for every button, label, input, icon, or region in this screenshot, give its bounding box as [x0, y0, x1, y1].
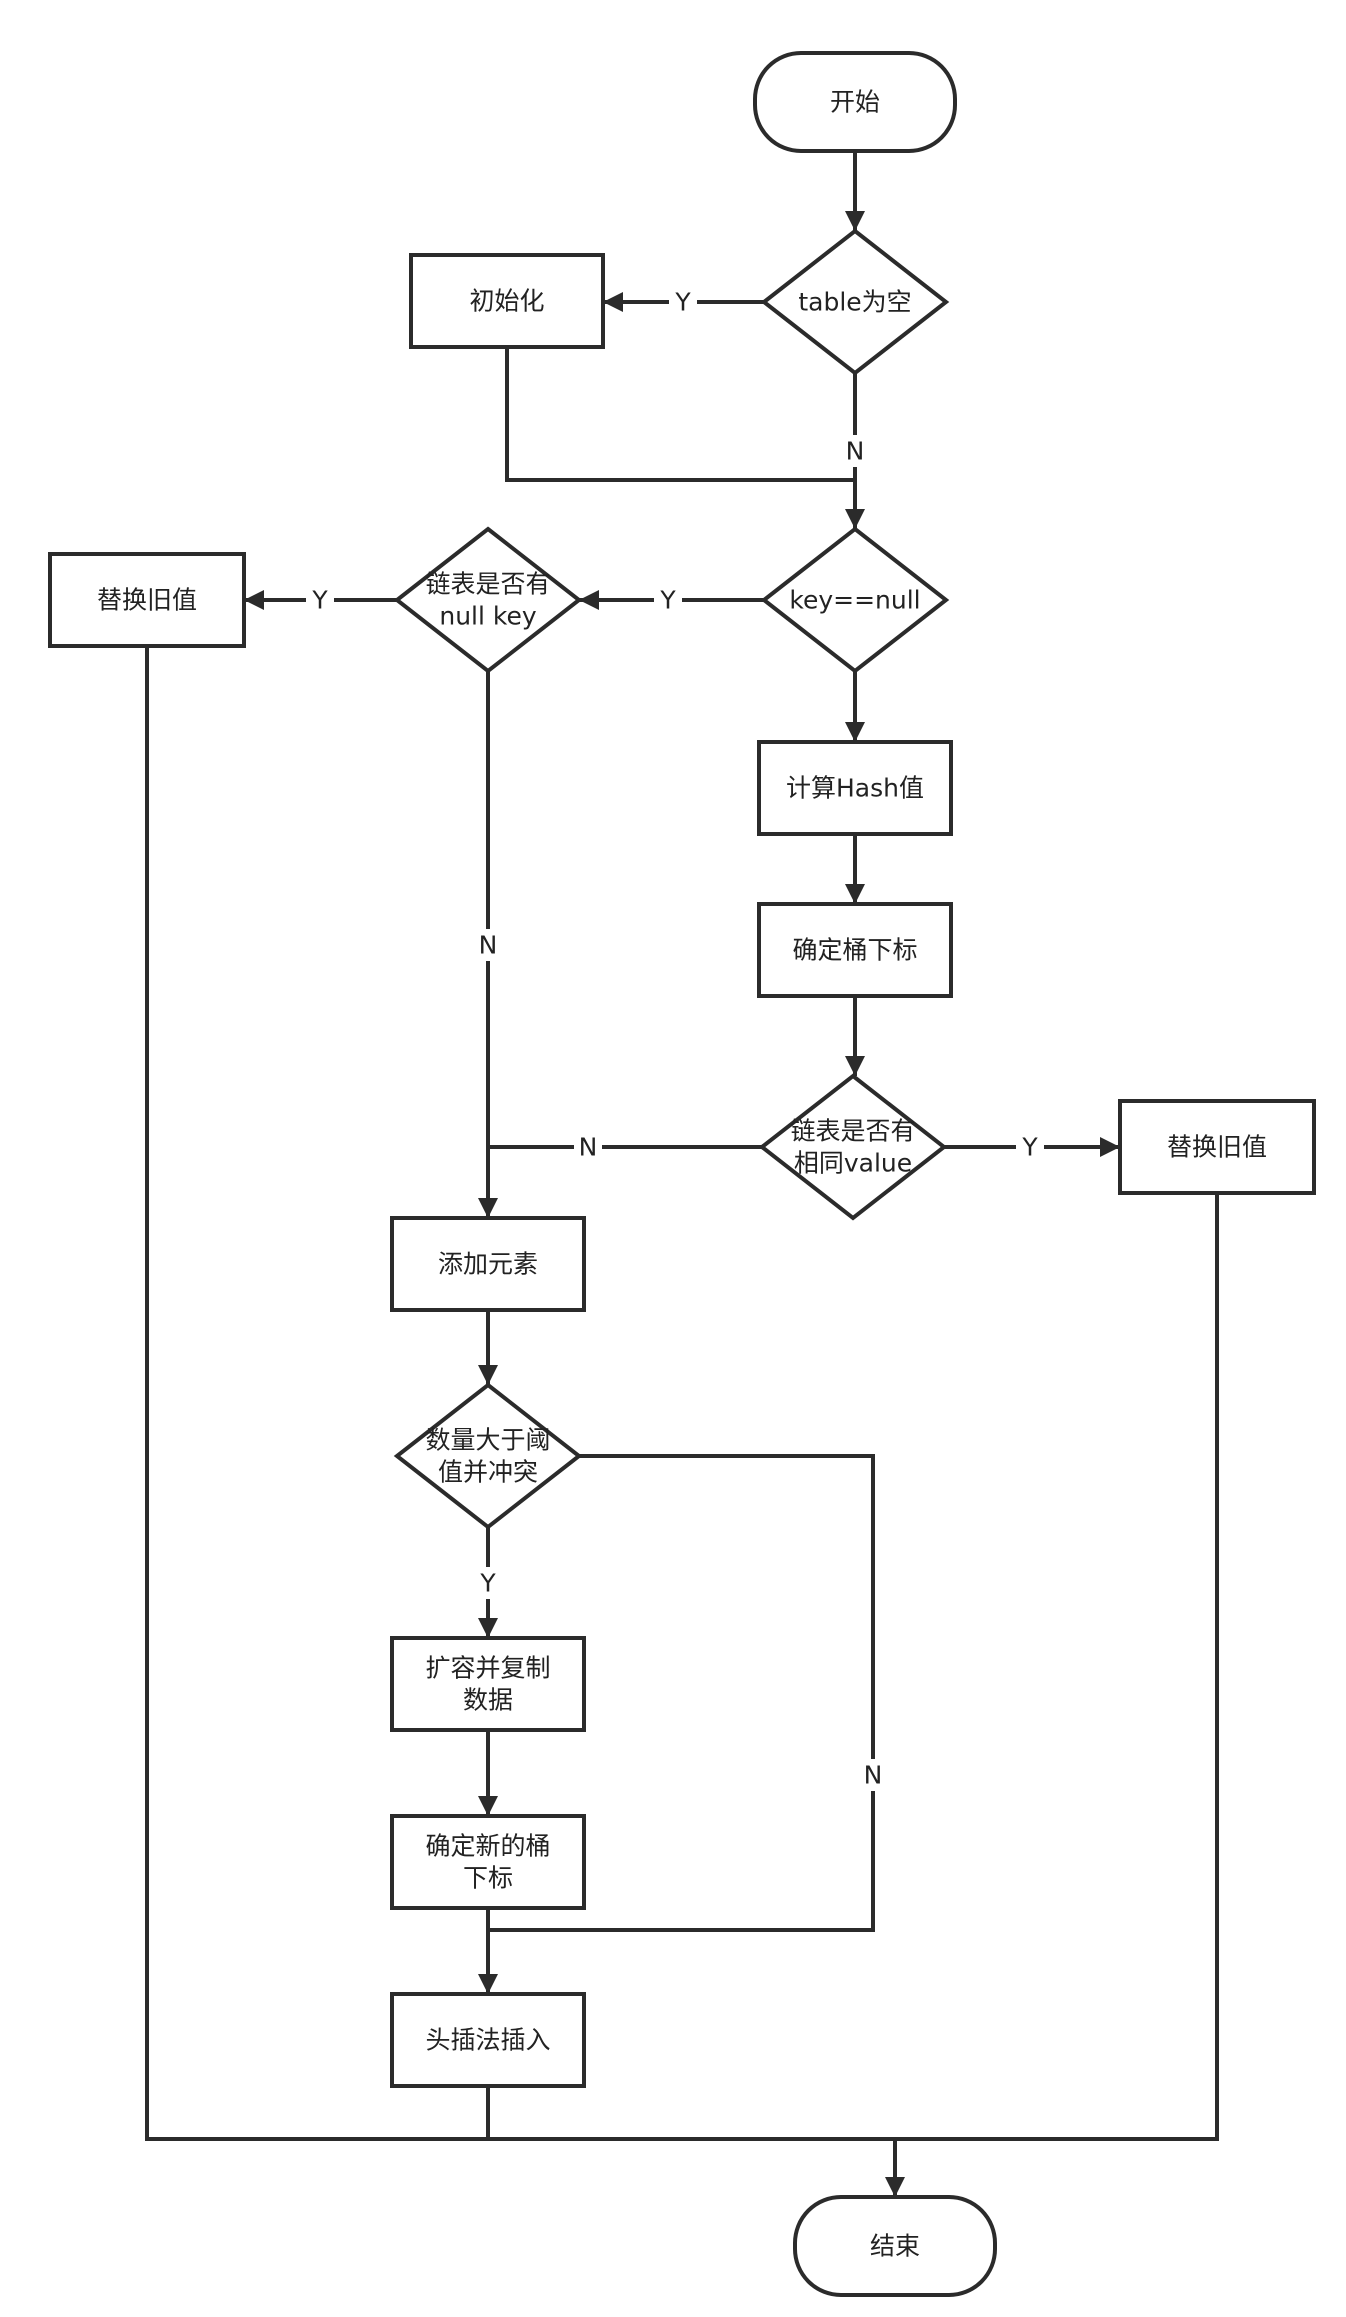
node-label-line: 替换旧值 — [1167, 1133, 1267, 1162]
node-start: 开始 — [753, 51, 957, 153]
node-replace-old-2: 替换旧值 — [1118, 1099, 1316, 1195]
decision-shape — [758, 1073, 948, 1221]
edge-replace2-end — [895, 1193, 1219, 2141]
node-list-has-null-key: 链表是否有 null key — [393, 526, 583, 674]
edge-label-background — [574, 1131, 602, 1163]
process-shape — [757, 740, 953, 836]
process-shape — [48, 552, 246, 648]
edge-threshold-insert — [488, 1454, 875, 1932]
edge-label-threshold-insert: N — [859, 1759, 887, 1791]
edge-label-background — [669, 286, 697, 318]
node-label-line: null key — [439, 602, 536, 631]
edge-insert-end — [486, 2086, 905, 2197]
node-key-null: key==null — [760, 526, 950, 674]
node-label-line: 初始化 — [469, 287, 544, 316]
edge-label-background — [841, 435, 869, 467]
node-bucket-index: 确定桶下标 — [757, 902, 953, 998]
edge-label-table-key: N — [841, 435, 869, 467]
node-label-line: 头插法插入 — [425, 2026, 550, 2055]
process-shape — [390, 1814, 586, 1910]
node-label-line: 添加元素 — [438, 1250, 538, 1279]
node-label-line: 确定新的桶 — [425, 1832, 550, 1861]
process-shape — [390, 1216, 586, 1312]
edge-label-background — [474, 929, 502, 961]
process-shape — [757, 902, 953, 998]
edge-label-threshold-resize: Y — [474, 1567, 502, 1599]
edge-label-text: Y — [659, 586, 676, 615]
edge-label-key-listnull: Y — [654, 584, 682, 616]
node-label-line: 计算Hash值 — [786, 774, 924, 803]
node-label-line: 开始 — [830, 88, 880, 117]
edge-label-text: Y — [674, 288, 691, 317]
edge-label-text: Y — [1021, 1133, 1038, 1162]
edge-label-listnull-replace: Y — [306, 584, 334, 616]
node-label-line: 值并冲突 — [438, 1458, 538, 1487]
edge-label-background — [654, 584, 682, 616]
node-label-line: table为空 — [798, 288, 911, 317]
node-label-line: 替换旧值 — [97, 586, 197, 615]
decision-shape — [760, 526, 950, 674]
node-label-line: 数据 — [463, 1686, 513, 1715]
edge-label-listnull-add: N — [474, 929, 502, 961]
process-shape — [409, 253, 605, 349]
edge-label-background — [474, 1567, 502, 1599]
node-end: 结束 — [793, 2195, 997, 2297]
process-shape — [1118, 1099, 1316, 1195]
edge-label-text: Y — [479, 1569, 496, 1598]
edge-label-text: N — [864, 1761, 883, 1790]
node-label-line: 确定桶下标 — [792, 936, 917, 965]
node-label-line: 相同value — [794, 1149, 912, 1178]
edge-label-background — [1016, 1131, 1044, 1163]
node-label-line: 链表是否有 — [790, 1117, 915, 1146]
node-label-line: 下标 — [463, 1864, 513, 1893]
node-label-line: key==null — [789, 586, 920, 615]
edge-label-text: Y — [311, 586, 328, 615]
node-label-line: 链表是否有 — [425, 570, 550, 599]
edge-init-key — [505, 347, 855, 482]
edge-label-text: N — [479, 931, 498, 960]
decision-shape — [760, 228, 950, 376]
process-shape — [390, 1636, 586, 1732]
edge-label-same-replace: Y — [1016, 1131, 1044, 1163]
node-table-empty: table为空 — [760, 228, 950, 376]
edge-label-background — [306, 584, 334, 616]
edge-label-table-init: Y — [669, 286, 697, 318]
terminal-shape — [753, 51, 957, 153]
edge-replace1-end — [145, 646, 895, 2141]
decision-shape — [393, 526, 583, 674]
decision-shape — [393, 1382, 583, 1530]
node-label-line: 扩容并复制 — [425, 1654, 550, 1683]
node-replace-old-1: 替换旧值 — [48, 552, 246, 648]
node-label-line: 数量大于阈 — [425, 1426, 550, 1455]
edge-label-background — [859, 1759, 887, 1791]
edge-labels-layer: Y N Y Y N Y N Y N — [306, 286, 1044, 1791]
process-shape — [390, 1992, 586, 2088]
node-add-element: 添加元素 — [390, 1216, 586, 1312]
edges-layer — [145, 151, 1219, 2197]
edge-label-text: N — [846, 437, 865, 466]
terminal-shape — [793, 2195, 997, 2297]
edge-label-same-add: N — [574, 1131, 602, 1163]
edge-label-text: N — [579, 1133, 598, 1162]
node-label-line: 结束 — [870, 2232, 920, 2261]
node-head-insert: 头插法插入 — [390, 1992, 586, 2088]
node-init: 初始化 — [409, 253, 605, 349]
node-calc-hash: 计算Hash值 — [757, 740, 953, 836]
